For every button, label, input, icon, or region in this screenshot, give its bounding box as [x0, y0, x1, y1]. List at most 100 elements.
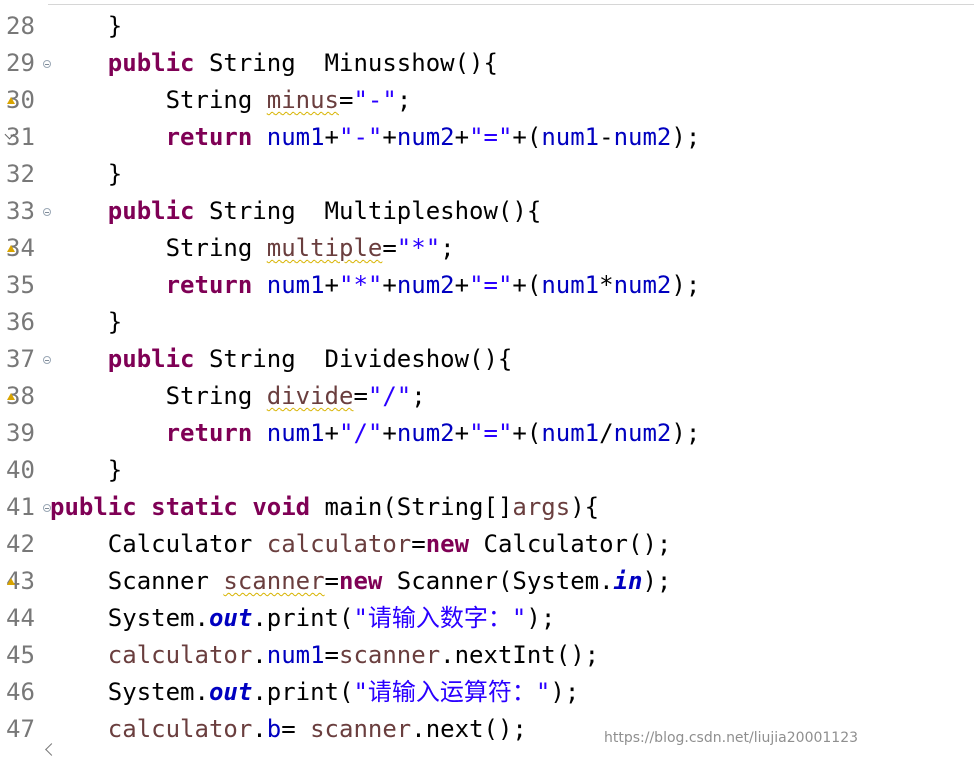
code-token: num1: [266, 641, 325, 669]
code-line[interactable]: System.out.print("请输入运算符：");: [50, 674, 579, 711]
code-token: +: [454, 271, 470, 299]
warning-icon[interactable]: [7, 245, 15, 252]
line-number-text: 28: [6, 12, 35, 40]
line-number-text: 39: [6, 419, 35, 447]
code-line[interactable]: public String Minusshow(){: [50, 45, 498, 82]
code-token: void: [252, 493, 311, 521]
code-line[interactable]: }: [50, 452, 122, 489]
code-token: out: [208, 604, 253, 632]
code-token: [50, 123, 166, 151]
code-token: .: [252, 715, 267, 743]
line-number[interactable]: 40: [6, 452, 46, 489]
line-number-gutter[interactable]: [0, 0, 48, 758]
code-token: String Divideshow(){: [194, 345, 513, 373]
fold-collapse-icon[interactable]: [43, 504, 51, 512]
code-token: out: [208, 678, 253, 706]
warning-icon[interactable]: [7, 578, 15, 585]
code-token: calculator: [107, 715, 253, 743]
code-line[interactable]: public static void main(String[]args){: [50, 489, 599, 526]
line-number[interactable]: 29: [6, 45, 51, 82]
code-token: calculator: [266, 530, 412, 558]
line-number[interactable]: 34: [6, 230, 46, 267]
line-number[interactable]: 38: [6, 378, 46, 415]
code-token: main(String[]: [310, 493, 513, 521]
line-number[interactable]: 43: [6, 563, 46, 600]
code-token: .next();: [411, 715, 527, 743]
warning-icon[interactable]: [7, 97, 15, 104]
code-token: [50, 345, 108, 373]
code-line[interactable]: calculator.b= scanner.next();: [50, 711, 527, 748]
fold-collapse-icon[interactable]: [43, 356, 51, 364]
code-line[interactable]: return num1+"-"+num2+"="+(num1-num2);: [50, 119, 701, 156]
line-number[interactable]: 37: [6, 341, 51, 378]
line-number[interactable]: 41: [6, 489, 51, 526]
line-number[interactable]: 30: [6, 82, 46, 119]
code-line[interactable]: return num1+"*"+num2+"="+(num1*num2);: [50, 267, 701, 304]
code-token: num1: [541, 419, 600, 447]
code-line[interactable]: System.out.print("请输入数字：");: [50, 600, 555, 637]
code-token: [252, 419, 266, 447]
code-token: new: [339, 567, 383, 595]
line-number[interactable]: 28: [6, 8, 46, 45]
code-token: "-": [339, 123, 383, 151]
fold-collapse-icon[interactable]: [43, 208, 51, 216]
line-number-text: 31: [6, 123, 35, 151]
line-number[interactable]: 39: [6, 415, 46, 452]
line-number-text: 33: [6, 197, 35, 225]
code-line[interactable]: calculator.num1=scanner.nextInt();: [50, 637, 599, 674]
code-token: num2: [396, 419, 455, 447]
code-token: multiple: [266, 234, 383, 262]
code-token: Scanner: [50, 567, 224, 595]
code-token: =: [382, 234, 397, 262]
code-token: num2: [613, 123, 672, 151]
code-line[interactable]: public String Divideshow(){: [50, 341, 513, 378]
line-number[interactable]: 33: [6, 193, 51, 230]
code-token: );: [671, 419, 701, 447]
code-token: +: [382, 123, 397, 151]
code-line[interactable]: public String Multipleshow(){: [50, 193, 541, 230]
line-number[interactable]: 44: [6, 600, 46, 637]
code-token: );: [526, 604, 556, 632]
code-token: "*": [339, 271, 383, 299]
line-number[interactable]: 32: [6, 156, 46, 193]
code-token: calculator: [107, 641, 253, 669]
code-token: in: [613, 567, 643, 595]
code-token: +: [382, 271, 397, 299]
code-token: public: [107, 197, 195, 225]
code-line[interactable]: Calculator calculator=new Calculator();: [50, 526, 672, 563]
code-token: "=": [469, 123, 513, 151]
code-line[interactable]: }: [50, 8, 122, 45]
warning-icon[interactable]: [7, 393, 15, 400]
code-line[interactable]: String divide="/";: [50, 378, 426, 415]
code-line[interactable]: Scanner scanner=new Scanner(System.in);: [50, 563, 672, 600]
code-token: "请输入运算符：": [353, 678, 551, 706]
line-number[interactable]: 46: [6, 674, 46, 711]
code-token: "请输入数字：": [353, 604, 527, 632]
code-token: ){: [570, 493, 600, 521]
code-token: "*": [396, 234, 441, 262]
line-number[interactable]: 42: [6, 526, 46, 563]
line-number[interactable]: 35: [6, 267, 46, 304]
code-token: +(: [512, 419, 542, 447]
line-number[interactable]: 47: [6, 711, 46, 748]
code-token: System.: [50, 678, 209, 706]
code-line[interactable]: String multiple="*";: [50, 230, 455, 267]
fold-collapse-icon[interactable]: [43, 60, 51, 68]
code-token: minus: [266, 86, 339, 114]
line-number[interactable]: 36: [6, 304, 46, 341]
code-token: String Multipleshow(){: [194, 197, 542, 225]
line-number[interactable]: 31: [4, 119, 46, 156]
code-line[interactable]: String minus="-";: [50, 82, 412, 119]
code-token: +(: [512, 123, 542, 151]
code-line[interactable]: return num1+"/"+num2+"="+(num1/num2);: [50, 415, 701, 452]
code-line[interactable]: }: [50, 304, 122, 341]
line-number-text: 44: [6, 604, 35, 632]
code-token: }: [50, 160, 123, 188]
editor-top-border: [0, 0, 974, 5]
code-token: .: [252, 641, 267, 669]
line-number[interactable]: 45: [6, 637, 46, 674]
code-token: new: [425, 530, 470, 558]
code-line[interactable]: }: [50, 156, 122, 193]
code-token: +: [382, 419, 397, 447]
